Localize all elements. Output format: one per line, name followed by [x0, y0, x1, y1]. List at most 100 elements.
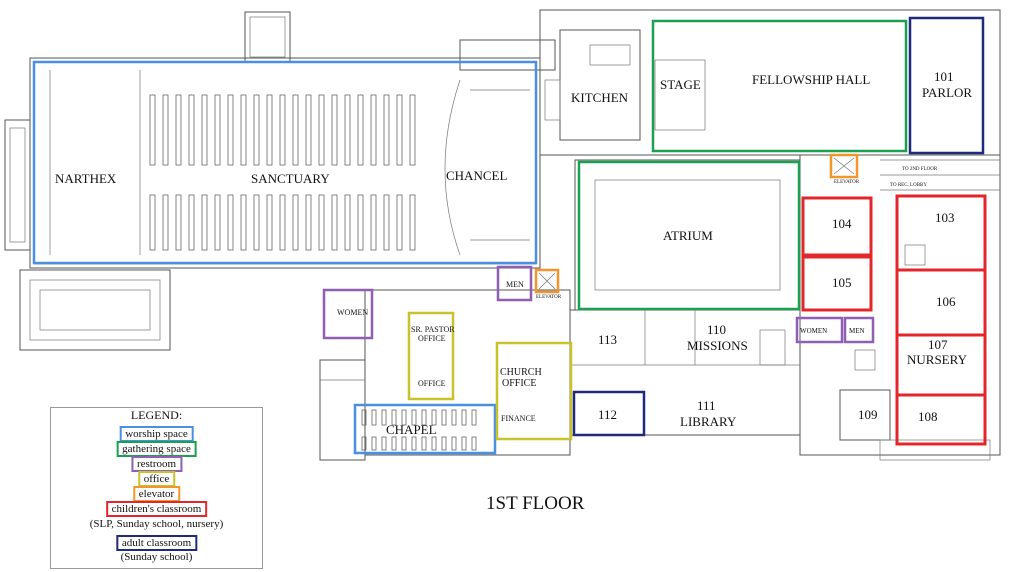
legend-item-elevator: elevator — [132, 486, 181, 502]
legend-item-childrens-classroom: children's classroom — [105, 501, 208, 517]
children-classroom-104 — [801, 196, 873, 257]
pew — [201, 94, 208, 166]
legend-label-office: office — [143, 473, 170, 485]
chapel-pew — [401, 436, 407, 451]
pew — [370, 194, 377, 251]
legend-item-worship-space: worship space — [119, 426, 194, 442]
office-sr-pastor — [407, 311, 455, 401]
pew — [357, 194, 364, 251]
pew — [409, 194, 416, 251]
sanctuary-pews — [149, 94, 416, 251]
adult-classroom-parlor — [908, 16, 985, 155]
label-nursery: NURSERY — [907, 352, 968, 367]
label-room-103: 103 — [935, 210, 955, 225]
chapel-pew — [441, 409, 447, 426]
room-highlights — [32, 16, 987, 455]
label-sr-pastor-1: SR. PASTOR — [411, 325, 455, 334]
label-elevator-right: ELEVATOR — [834, 180, 860, 185]
office-church — [495, 341, 573, 441]
pew — [227, 194, 234, 251]
worship-area-chapel — [353, 403, 497, 455]
pew — [253, 94, 260, 166]
restroom-women-right — [795, 316, 844, 344]
pew — [396, 94, 403, 166]
label-to-2nd-floor: TO 2ND FLOOR — [902, 167, 938, 172]
gathering-area-atrium — [577, 160, 801, 311]
label-finance: FINANCE — [501, 414, 536, 423]
children-classroom-103-108 — [895, 194, 987, 446]
label-sanctuary: SANCTUARY — [251, 171, 330, 186]
label-church-office-2: OFFICE — [502, 378, 536, 389]
label-missions: MISSIONS — [687, 338, 748, 353]
label-women-right: WOMEN — [800, 327, 827, 335]
pew — [188, 194, 195, 251]
elevator-right — [829, 153, 859, 179]
pew — [305, 194, 312, 251]
pew — [266, 194, 273, 251]
floor-title: 1ST FLOOR — [486, 493, 585, 514]
legend-title: LEGEND: — [130, 408, 183, 422]
pew — [318, 94, 325, 166]
pew — [292, 94, 299, 166]
label-parlor-number: 101 — [934, 69, 954, 84]
chapel-pew — [471, 436, 477, 451]
pew — [149, 94, 156, 166]
legend-item-office: office — [137, 471, 176, 487]
legend-adult-note: (Sunday school) — [120, 551, 193, 563]
chapel-pew — [411, 409, 417, 426]
label-narthex: NARTHEX — [55, 171, 117, 186]
legend-childrens-note: (SLP, Sunday school, nursery) — [89, 518, 224, 530]
pew — [396, 194, 403, 251]
label-room-107: 107 — [928, 337, 948, 352]
elevator-cross-4 — [833, 157, 855, 175]
legend: LEGEND: worship space gathering space re… — [50, 407, 263, 569]
label-chapel: CHAPEL — [386, 422, 437, 437]
chapel-pew — [391, 409, 397, 426]
pew — [357, 94, 364, 166]
chapel-pew — [471, 409, 477, 426]
pew — [292, 194, 299, 251]
chapel-pew — [461, 409, 467, 426]
gathering-area-fellowship — [651, 19, 908, 153]
label-parlor: PARLOR — [922, 85, 972, 100]
label-sr-pastor-2: OFFICE — [418, 334, 446, 343]
label-atrium: ATRIUM — [663, 228, 713, 243]
pew — [162, 94, 169, 166]
label-elevator-center: ELEVATOR — [536, 295, 562, 300]
pew — [344, 94, 351, 166]
chapel-pew — [451, 409, 457, 426]
chapel-pew — [371, 409, 377, 426]
pew — [305, 94, 312, 166]
label-library: LIBRARY — [680, 414, 737, 429]
adult-classroom-112 — [572, 390, 646, 437]
elevator-cross-2 — [538, 272, 556, 290]
label-church-office-1: CHURCH — [500, 367, 542, 378]
pew — [253, 194, 260, 251]
legend-label-gathering-space: gathering space — [122, 443, 191, 455]
chapel-pew — [431, 409, 437, 426]
label-room-106: 106 — [936, 294, 956, 309]
chapel-pew — [451, 436, 457, 451]
legend-label-restroom: restroom — [136, 458, 177, 470]
pew — [266, 94, 273, 166]
pew — [370, 94, 377, 166]
pew — [383, 94, 390, 166]
restroom-men-center — [496, 265, 533, 302]
pew — [331, 194, 338, 251]
chapel-pew — [361, 409, 367, 426]
chapel-pew — [391, 436, 397, 451]
label-room-108: 108 — [918, 409, 938, 424]
legend-label-adult-classroom: adult classroom — [121, 537, 192, 549]
pew — [175, 94, 182, 166]
chapel-pew — [421, 436, 427, 451]
label-men-right: MEN — [849, 327, 865, 335]
legend-item-adult-classroom: adult classroom — [115, 535, 198, 551]
elevator-center — [534, 268, 560, 294]
chapel-pew — [441, 436, 447, 451]
legend-item-restroom: restroom — [130, 456, 183, 472]
pew — [279, 194, 286, 251]
label-room-111: 111 — [697, 398, 716, 413]
pew — [201, 194, 208, 251]
label-stage: STAGE — [660, 77, 701, 92]
chapel-pew — [461, 436, 467, 451]
